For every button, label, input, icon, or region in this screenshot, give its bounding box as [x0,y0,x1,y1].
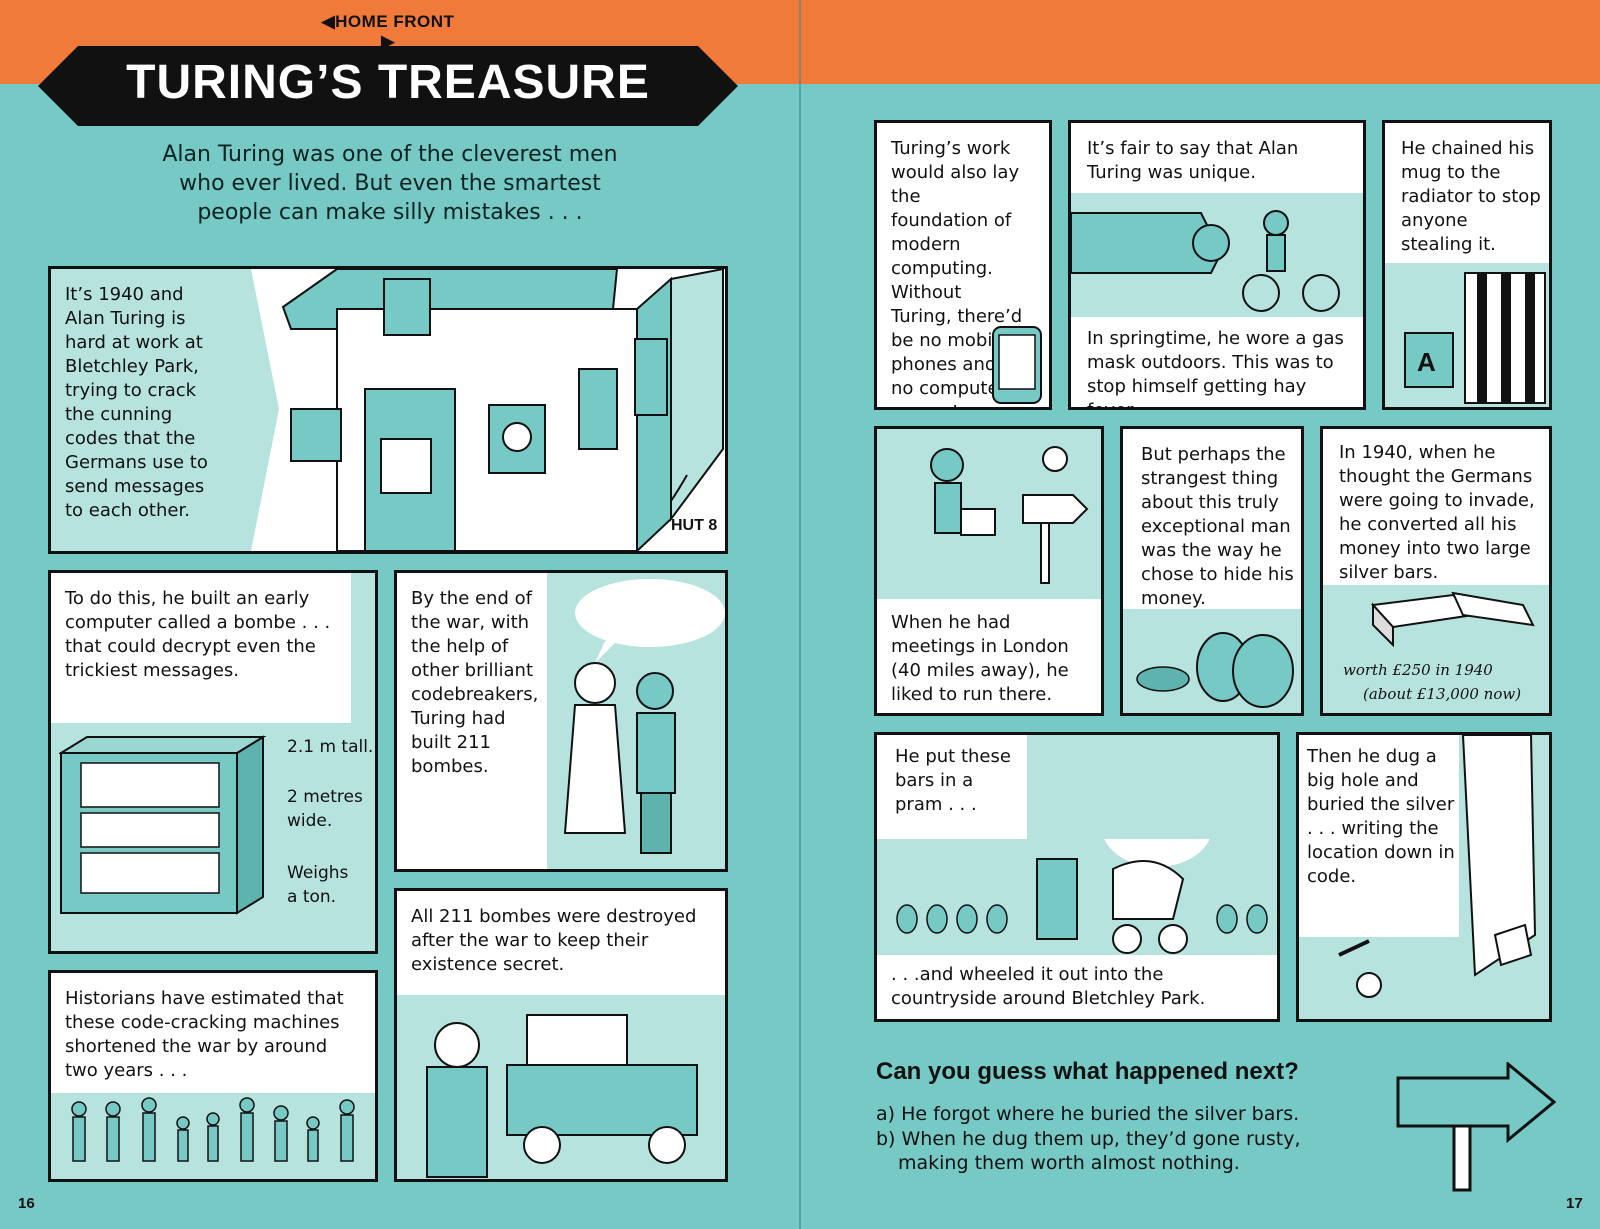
money-bags-illustration [1136,632,1294,708]
panel-computing: Turing’s work would also lay the foundat… [874,120,1052,410]
panel-buried-caption: Then he dug a big hole and buried the si… [1299,735,1459,937]
panel-money-caption: But perhaps the strangest thing about th… [1123,429,1301,609]
panel-money: But perhaps the strangest thing about th… [1120,426,1304,716]
panel-pram-bottom-caption: . . .and wheeled it out into the country… [877,955,1277,1019]
hut-illustration [251,269,725,551]
panel-codebreakers: By the end of the war, with the help of … [394,570,728,872]
codebreakers-illustration [563,579,725,854]
answer-b-continued: making them worth almost nothing. [898,1152,1240,1174]
panel-destroyed-caption: All 211 bombes were destroyed after the … [397,891,725,995]
panel-bombe-caption: To do this, he built an early computer c… [51,573,351,723]
silver-value-now: (about £13,000 now) [1363,685,1522,703]
silver-bars-illustration [1370,591,1535,648]
phone-icon [992,326,1042,404]
panel-pram: He put these bars in a pram . . . . . .a… [874,732,1280,1022]
page-spine [799,0,801,1229]
answer-a: a) He forgot where he buried the silver … [876,1103,1300,1125]
panel-bombe: To do this, he built an early computer c… [48,570,378,954]
runner-illustration [930,446,1089,584]
bombe-weight: Weighs a ton. [287,863,349,907]
panel-codebreakers-caption: By the end of the war, with the help of … [397,573,547,869]
title-banner [38,46,738,126]
pram-illustration [896,839,1268,954]
panel-hut: It’s 1940 and Alan Turing is hard at wor… [48,266,728,554]
panel-mug: He chained his mug to the radiator to st… [1382,120,1552,410]
panel-hut-caption: It’s 1940 and Alan Turing is hard at wor… [65,284,208,521]
page-number-right: 17 [1566,1195,1583,1212]
panel-mug-caption: He chained his mug to the radiator to st… [1385,123,1549,263]
crowd-illustration [71,1097,355,1162]
panel-buried: Then he dug a big hole and buried the si… [1296,732,1552,1022]
silver-value-1940: worth £250 in 1940 [1343,661,1493,679]
panel-running: When he had meetings in London (40 miles… [874,426,1104,716]
panel-gas-mask-bottom-caption: In springtime, he wore a gas mask outdoo… [1071,317,1363,407]
dug-hole-illustration [1338,735,1537,998]
question-heading: Can you guess what happened next? [876,1058,1299,1085]
svg-text:A: A [1417,347,1436,377]
panel-silver-bars: In 1940, when he thought the Germans wer… [1320,426,1552,716]
panel-gas-mask: It’s fair to say that Alan Turing was un… [1068,120,1366,410]
panel-historians: Historians have estimated that these cod… [48,970,378,1182]
mug-radiator-illustration: A [1404,272,1546,404]
cow-cyclist-illustration [1071,210,1340,312]
bombe-height: 2.1 m tall. [287,737,374,757]
hut-label: HUT 8 [671,517,718,534]
answer-b: b) When he dug them up, they’d gone rust… [876,1128,1301,1150]
panel-running-caption: When he had meetings in London (40 miles… [877,599,1101,713]
page-title: TURING’S TREASURE [126,56,650,109]
panel-pram-top-caption: He put these bars in a pram . . . [877,735,1027,839]
bombe-illustration [59,735,267,915]
page-number-left: 16 [18,1195,35,1212]
panel-historians-caption: Historians have estimated that these cod… [51,973,375,1093]
truck-illustration [426,1014,698,1178]
panel-silver-bars-caption: In 1940, when he thought the Germans wer… [1323,429,1549,585]
bombe-width: 2 metres wide. [287,787,363,831]
panel-gas-mask-top-caption: It’s fair to say that Alan Turing was un… [1071,123,1363,193]
arrow-signpost-icon [1396,1062,1557,1192]
panel-destroyed: All 211 bombes were destroyed after the … [394,888,728,1182]
intro-text: Alan Turing was one of the cleverest men… [162,142,618,225]
panel-computing-caption: Turing’s work would also lay the foundat… [891,138,1023,407]
